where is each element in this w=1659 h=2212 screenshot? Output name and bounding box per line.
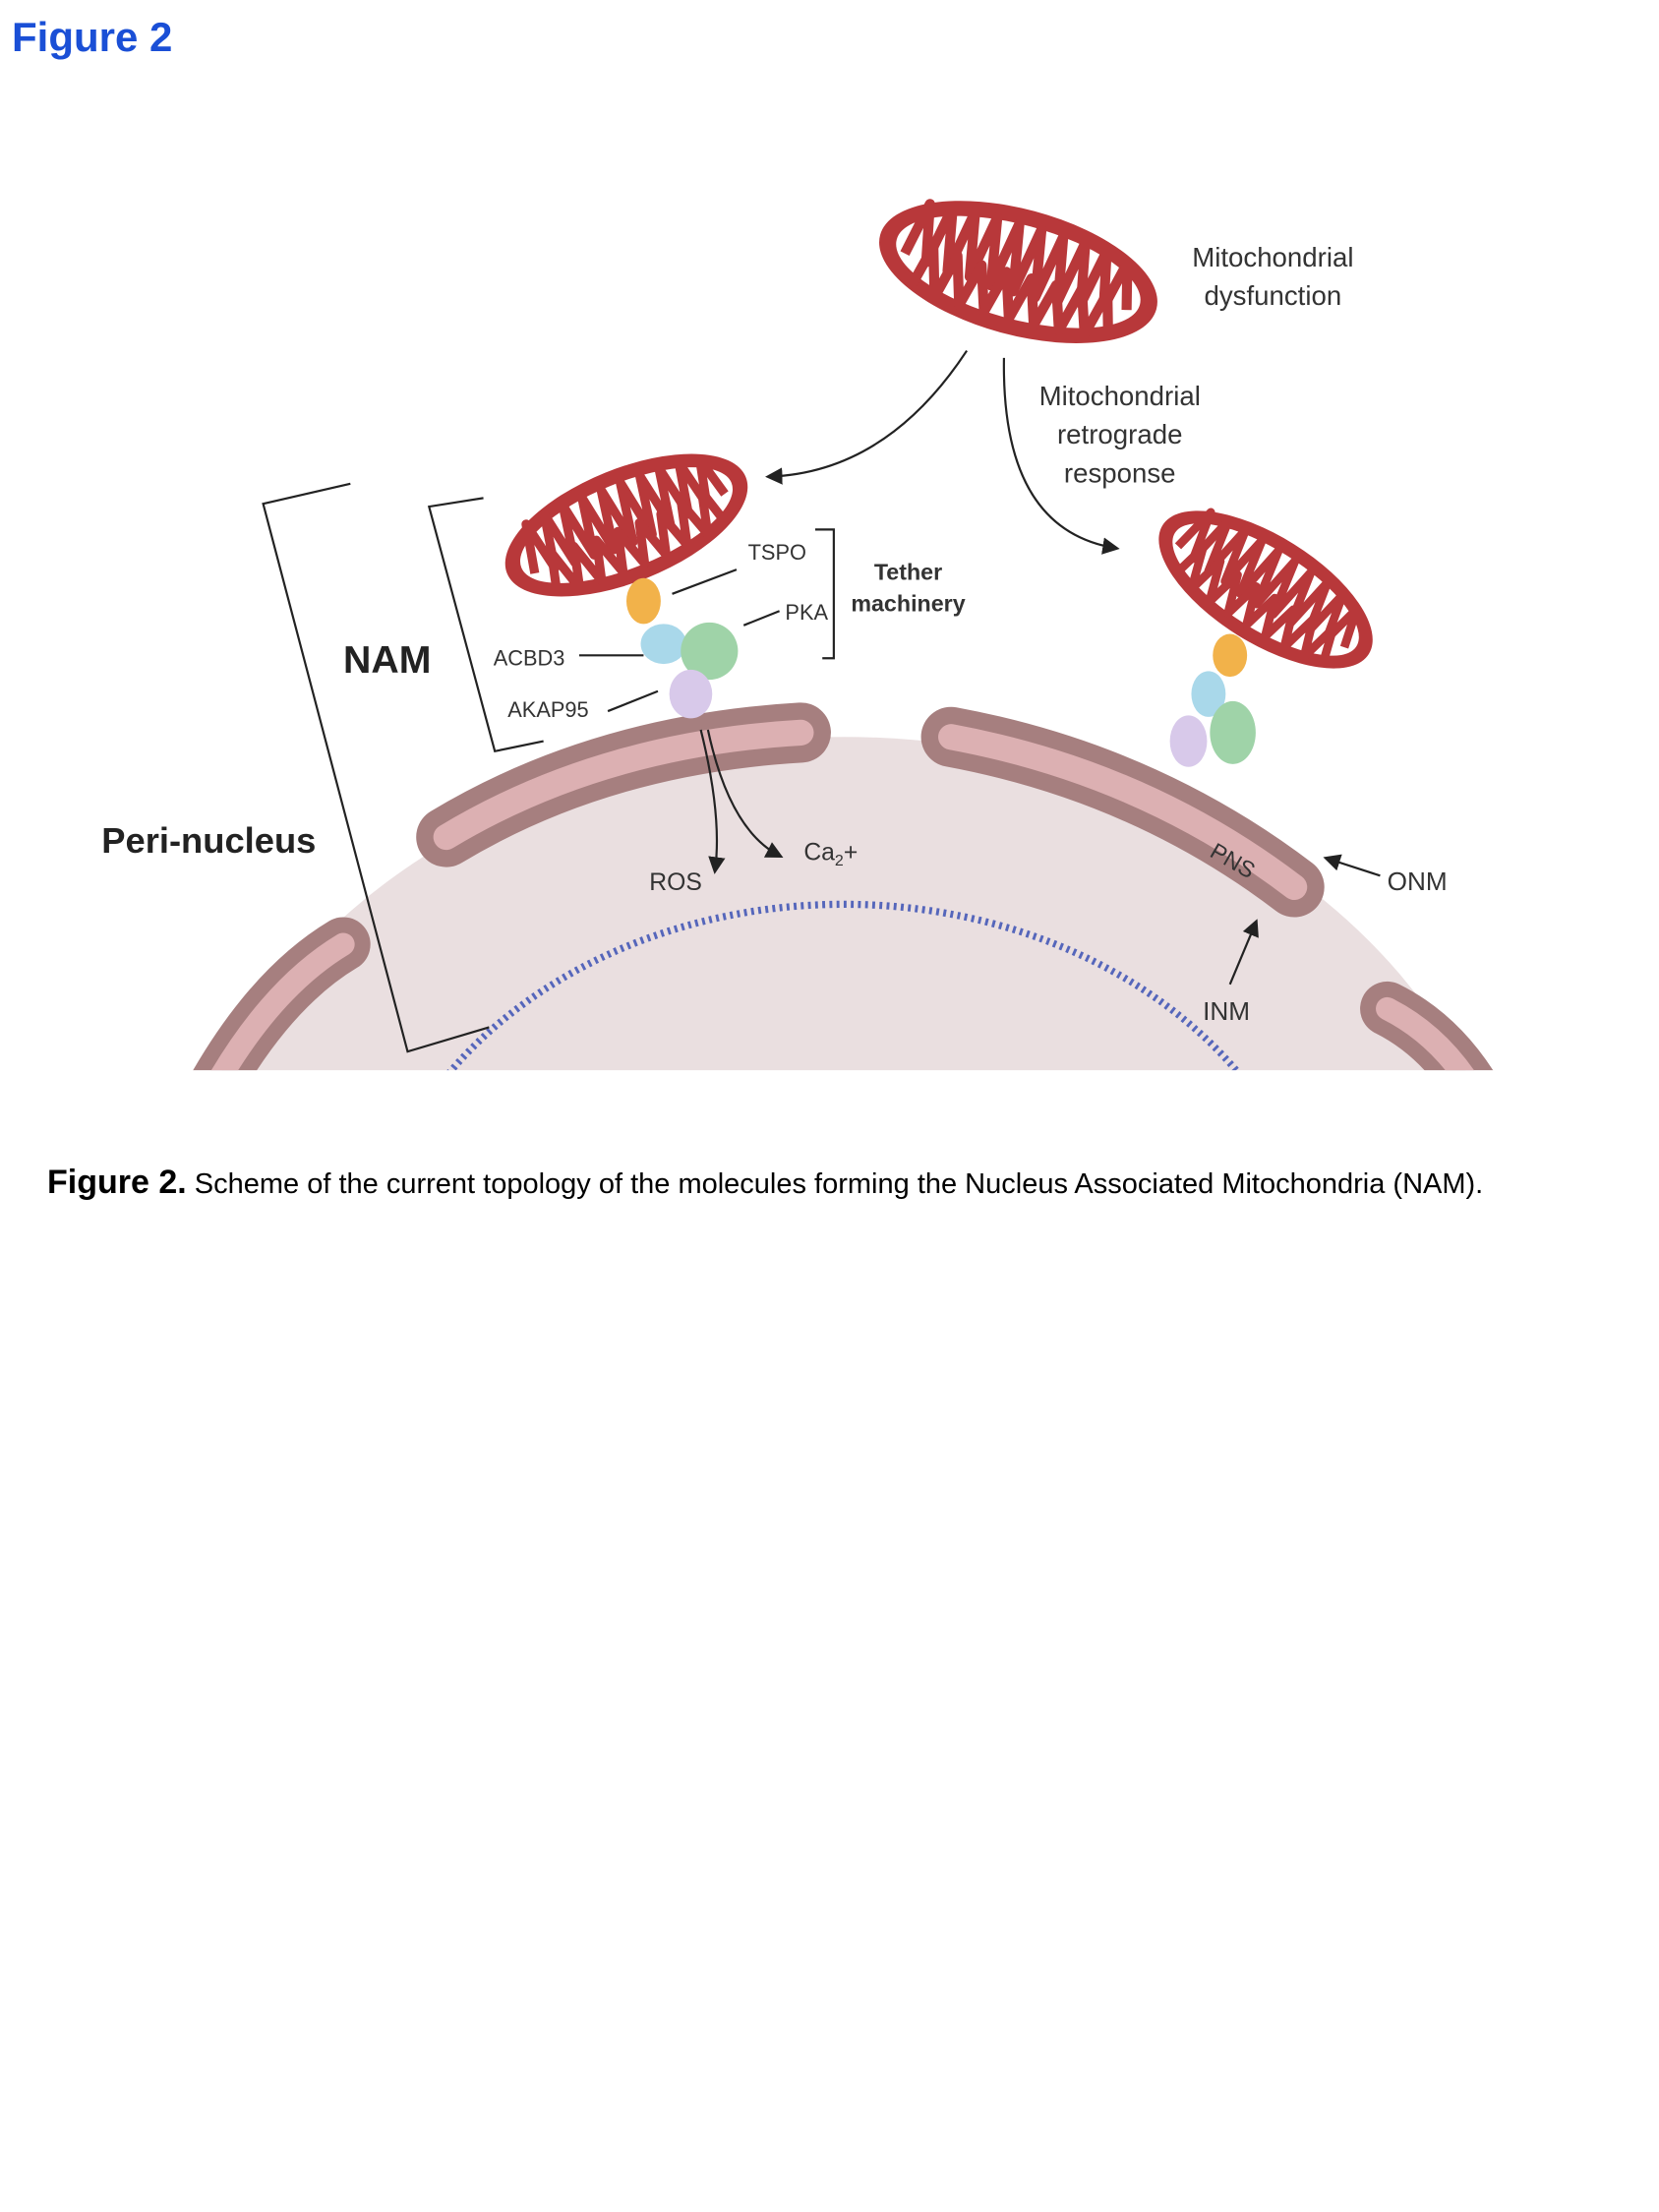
caption-text: Scheme of the current topology of the mo… — [186, 1168, 1484, 1200]
nuclear-envelope-left — [416, 702, 831, 867]
label-mito-dysfunction: Mitochondrial — [1192, 242, 1353, 272]
label-ca: Ca2+ — [803, 839, 858, 869]
label-tether: Tether — [874, 559, 942, 584]
membrane-left-small — [193, 917, 371, 1071]
mitochondrion-retrograde — [1134, 480, 1396, 699]
label-inm: INM — [1203, 996, 1250, 1026]
onm-arrow — [1323, 854, 1381, 877]
label-tspo: TSPO — [748, 540, 806, 565]
arrow-to-nam — [765, 349, 969, 485]
mitochondrion-dysfunctional — [863, 174, 1172, 370]
peri-nucleus-region — [221, 737, 1466, 1071]
label-machinery: machinery — [851, 590, 965, 616]
label-peri-nucleus: Peri-nucleus — [101, 820, 316, 861]
label-acbd3: ACBD3 — [494, 646, 565, 671]
label-ros: ROS — [649, 869, 702, 896]
label-mito-dysfunction-2: dysfunction — [1204, 280, 1341, 311]
label-onm: ONM — [1388, 867, 1448, 896]
membrane-right-small — [1360, 981, 1494, 1071]
nam-bracket — [427, 497, 544, 753]
label-retrograde-3: response — [1064, 457, 1176, 488]
tether-bracket — [814, 528, 835, 660]
label-pka: PKA — [785, 600, 828, 625]
label-retrograde-2: retrograde — [1057, 419, 1182, 449]
label-retrograde: Mitochondrial — [1039, 381, 1201, 411]
ros-arrow — [699, 729, 726, 874]
mitochondrion-nam — [486, 425, 767, 627]
caption-label: Figure 2. — [47, 1164, 187, 1201]
peri-nucleus-bracket — [262, 482, 490, 1053]
nuclear-envelope-right — [920, 706, 1325, 918]
arrow-retrograde — [1002, 357, 1120, 555]
inm-arrow — [1228, 919, 1259, 986]
figure-caption: Figure 2. Scheme of the current topology… — [47, 1164, 1483, 1202]
figure-title: Figure 2 — [12, 14, 173, 60]
tether-complex-left — [625, 577, 739, 719]
nam-diagram: Mitochondrial dysfunction Mitochondrial … — [101, 0, 1494, 1071]
label-nam: NAM — [343, 638, 431, 682]
tether-complex-right — [1169, 633, 1256, 767]
label-akap95: AKAP95 — [507, 697, 588, 722]
ca-arrow — [706, 729, 784, 858]
